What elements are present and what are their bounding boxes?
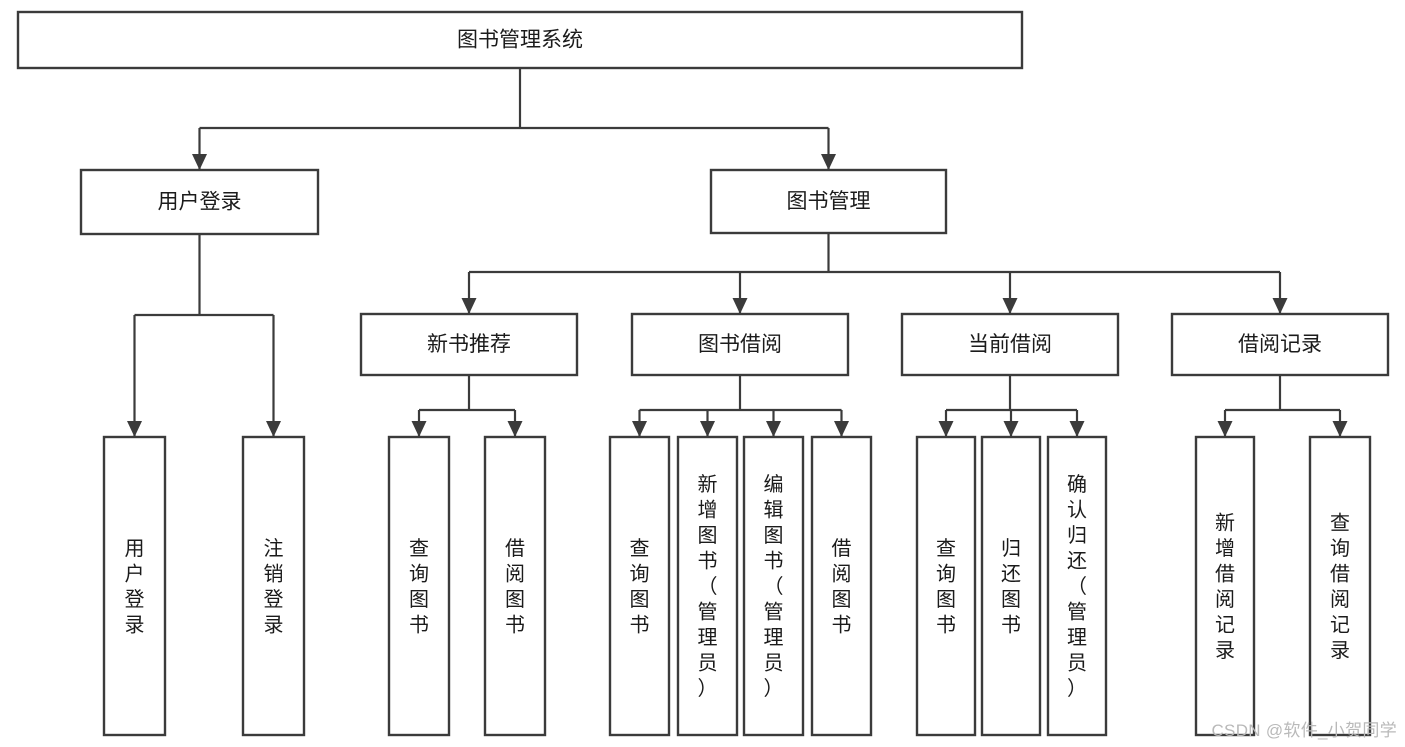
node-label-leaf-add-borrow-record: 新增借阅记录 [1215,511,1235,662]
node-box-leaf-borrow-book [810,435,873,737]
node-label-leaf-logout: 注销登录 [264,537,284,637]
node-leaf-borrow-book-recommend[interactable]: 借阅图书 [483,435,547,737]
node-box-new-book-recommend [359,312,579,377]
node-box-book-management [709,168,948,235]
node-leaf-add-borrow-record[interactable]: 新增借阅记录 [1194,435,1256,737]
node-label-borrow-record: 借阅记录 [1238,333,1322,356]
node-label-leaf-borrow-book: 借阅图书 [832,537,852,637]
node-root[interactable]: 图书管理系统 [16,10,1024,70]
node-leaf-query-book-current[interactable]: 查询图书 [915,435,977,737]
node-leaf-return-book[interactable]: 归还图书 [980,435,1042,737]
node-box-leaf-user-login [102,435,167,737]
node-label-leaf-query-borrow-record: 查询借阅记录 [1330,511,1350,662]
node-box-leaf-borrow-book-recommend [483,435,547,737]
node-box-leaf-query-book-borrow [608,435,671,737]
node-book-borrow[interactable]: 图书借阅 [630,312,850,377]
csdn-watermark: CSDN @软件_小贺同学 [1211,721,1397,740]
node-label-leaf-query-book-borrow: 查询图书 [630,537,650,637]
arrowhead [1002,298,1018,314]
arrowhead [192,154,207,170]
node-box-leaf-return-book [980,435,1042,737]
node-label-leaf-query-book-recommend: 查询图书 [409,537,429,637]
node-label-root: 图书管理系统 [457,29,583,52]
node-leaf-user-login[interactable]: 用户登录 [102,435,167,737]
arrowhead [1332,421,1348,437]
arrowhead [821,154,836,170]
node-leaf-borrow-book[interactable]: 借阅图书 [810,435,873,737]
arrowhead [834,421,849,437]
node-box-current-borrow [900,312,1120,377]
arrowhead [411,421,427,437]
node-book-management[interactable]: 图书管理 [709,168,948,235]
node-label-user-login: 用户登录 [158,191,242,214]
node-box-leaf-add-book-admin [676,435,739,737]
arrowhead [1003,421,1019,437]
node-leaf-query-book-recommend[interactable]: 查询图书 [387,435,451,737]
node-box-leaf-query-book-recommend [387,435,451,737]
node-user-login[interactable]: 用户登录 [79,168,320,236]
arrowhead [127,421,142,437]
node-box-root [16,10,1024,70]
node-label-leaf-return-book: 归还图书 [1001,537,1021,637]
arrowhead [461,298,477,314]
node-label-leaf-borrow-book-recommend: 借阅图书 [505,537,525,637]
arrowhead [507,421,523,437]
node-new-book-recommend[interactable]: 新书推荐 [359,312,579,377]
node-label-leaf-query-book-current: 查询图书 [936,537,956,637]
node-label-book-borrow: 图书借阅 [698,333,782,356]
node-box-leaf-confirm-return-admin [1046,435,1108,737]
node-leaf-edit-book-admin[interactable]: 编辑图书（管理员） [742,435,805,737]
node-label-leaf-edit-book-admin: 编辑图书（管理员） [764,473,784,700]
node-label-leaf-add-book-admin: 新增图书（管理员） [698,473,718,700]
node-leaf-query-book-borrow[interactable]: 查询图书 [608,435,671,737]
node-box-book-borrow [630,312,850,377]
node-label-current-borrow: 当前借阅 [968,333,1052,356]
node-box-leaf-add-borrow-record [1194,435,1256,737]
arrowhead [632,421,647,437]
arrowhead [938,421,954,437]
node-borrow-record[interactable]: 借阅记录 [1170,312,1390,377]
node-box-borrow-record [1170,312,1390,377]
connector-layer [127,68,1348,437]
arrowhead [732,298,748,314]
node-box-leaf-query-book-current [915,435,977,737]
arrowhead [1069,421,1085,437]
node-label-book-management: 图书管理 [787,190,871,213]
node-label-new-book-recommend: 新书推荐 [427,333,511,356]
node-box-leaf-edit-book-admin [742,435,805,737]
node-leaf-confirm-return-admin[interactable]: 确认归还（管理员） [1046,435,1108,737]
arrowhead [1272,298,1288,314]
node-leaf-add-book-admin[interactable]: 新增图书（管理员） [676,435,739,737]
node-box-user-login [79,168,320,236]
node-leaf-query-borrow-record[interactable]: 查询借阅记录 [1308,435,1372,737]
arrowhead [266,421,281,437]
node-box-leaf-query-borrow-record [1308,435,1372,737]
node-box-leaf-logout [241,435,306,737]
node-layer: 图书管理系统用户登录图书管理新书推荐图书借阅当前借阅借阅记录用户登录注销登录查询… [16,10,1390,737]
node-leaf-logout[interactable]: 注销登录 [241,435,306,737]
node-label-leaf-confirm-return-admin: 确认归还（管理员） [1067,473,1087,700]
arrowhead [700,421,715,437]
arrowhead [766,421,781,437]
node-current-borrow[interactable]: 当前借阅 [900,312,1120,377]
arrowhead [1217,421,1233,437]
node-label-leaf-user-login: 用户登录 [125,538,145,637]
